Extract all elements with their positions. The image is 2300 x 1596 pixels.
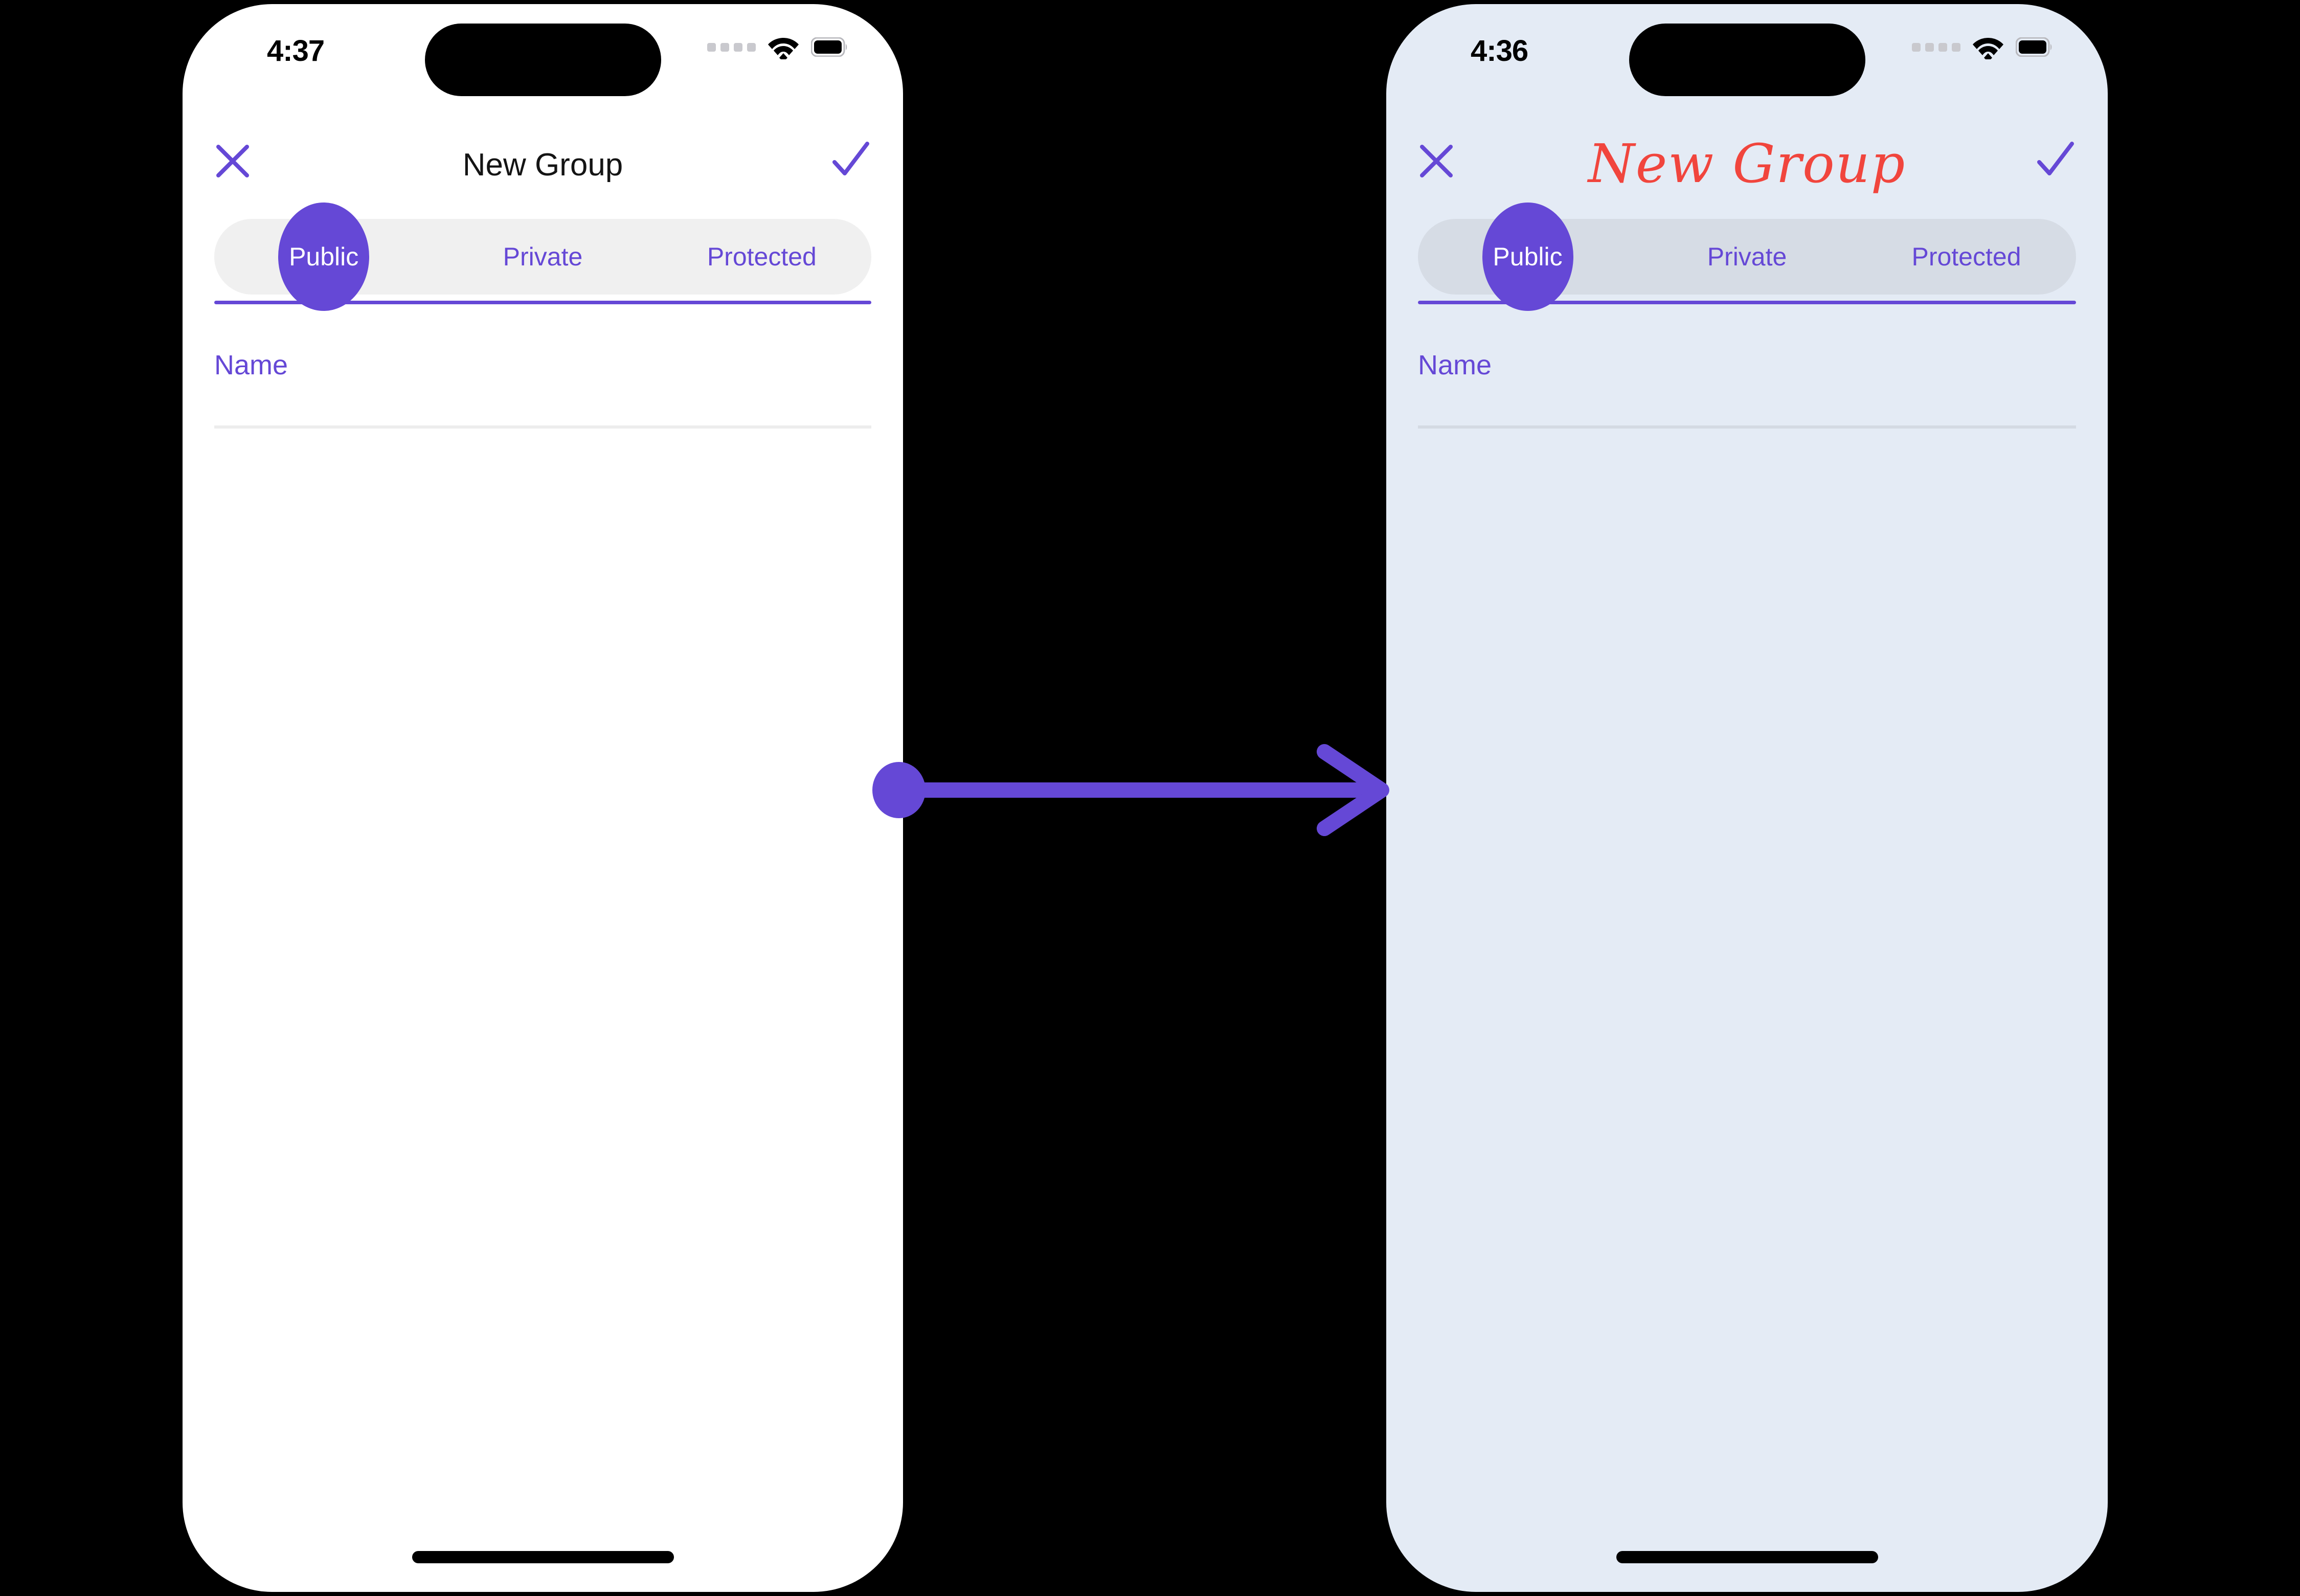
segment-underline: [214, 301, 871, 304]
segment-item-public[interactable]: Public: [214, 203, 433, 311]
battery-full-icon: [2016, 37, 2052, 57]
status-bar: 4:37: [183, 4, 903, 106]
name-input-placeholder: Name: [214, 350, 288, 380]
segment-item-private[interactable]: Private: [1637, 219, 1857, 295]
name-input-underline: [214, 425, 871, 429]
dynamic-island: [1629, 24, 1865, 96]
segment-label: Public: [289, 242, 359, 271]
close-x-icon[interactable]: [1418, 143, 1455, 179]
cellular-dots-icon: [707, 42, 756, 52]
segment-item-public[interactable]: Public: [1418, 203, 1637, 311]
name-input-underline: [1418, 425, 2076, 429]
name-input-field[interactable]: Name: [214, 344, 871, 429]
wifi-icon: [1973, 38, 2003, 59]
navigation-bar: New Group: [183, 134, 903, 206]
checkmark-icon[interactable]: [829, 138, 871, 179]
segment-label: Public: [1493, 242, 1563, 271]
arrow-right-icon: [872, 744, 1389, 836]
dynamic-island: [424, 24, 661, 96]
segment-label: Protected: [707, 242, 817, 271]
segment-item-protected[interactable]: Protected: [1857, 219, 2076, 295]
privacy-segmented-control[interactable]: Public Private Protected: [1386, 203, 2108, 311]
status-time: 4:36: [1471, 34, 1528, 68]
segment-item-private[interactable]: Private: [433, 219, 652, 295]
privacy-segmented-control[interactable]: Public Private Protected: [183, 203, 903, 311]
status-bar: 4:36: [1386, 4, 2108, 106]
battery-full-icon: [811, 37, 847, 57]
phone-mockup-before: 4:37 New Group: [183, 4, 903, 1592]
segment-label: Private: [1707, 242, 1787, 271]
segment-selection-indicator: [278, 203, 370, 311]
home-indicator: [1616, 1551, 1878, 1563]
wifi-icon: [768, 38, 799, 59]
status-indicators: [1912, 35, 2053, 59]
page-title: New Group: [1588, 132, 1906, 195]
page-title: New Group: [462, 147, 623, 183]
checkmark-icon[interactable]: [2034, 138, 2076, 179]
name-input-placeholder: Name: [1418, 350, 1492, 380]
segment-underline: [1418, 301, 2076, 304]
close-x-icon[interactable]: [214, 143, 251, 179]
phone-mockup-after: 4:36 New Group: [1386, 4, 2108, 1592]
status-indicators: [707, 35, 848, 59]
cellular-dots-icon: [1912, 42, 1960, 52]
navigation-bar: New Group: [1386, 132, 2108, 206]
segment-label: Protected: [1911, 242, 2021, 271]
segment-label: Private: [503, 242, 583, 271]
status-time: 4:37: [267, 34, 325, 68]
segment-item-protected[interactable]: Protected: [652, 219, 871, 295]
home-indicator: [412, 1551, 674, 1563]
segment-selection-indicator: [1482, 203, 1573, 311]
name-input-field[interactable]: Name: [1418, 344, 2076, 429]
